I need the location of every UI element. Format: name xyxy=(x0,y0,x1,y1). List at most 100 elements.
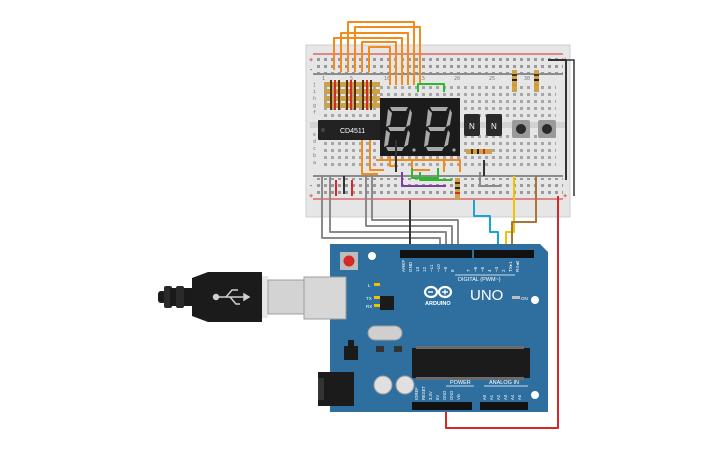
pin-label: A4 xyxy=(510,394,515,400)
atmega-chip xyxy=(412,348,530,378)
pin-label: A5 xyxy=(517,394,522,400)
pin-label: GND xyxy=(449,391,454,400)
digital-header-right xyxy=(474,250,534,258)
arduino-logo xyxy=(423,285,453,299)
row-letter: j xyxy=(313,82,316,88)
board-model: UNO xyxy=(470,287,503,304)
row-letter: b xyxy=(313,153,316,159)
pin-label: A1 xyxy=(489,394,494,400)
pin-label: 3.3V xyxy=(428,391,433,400)
svg-text:+: + xyxy=(309,192,313,200)
pin-label: ~6 xyxy=(473,266,478,272)
crystal xyxy=(367,325,403,341)
row-letter: d xyxy=(313,139,316,145)
row-letter: h xyxy=(313,96,316,102)
row-letter: e xyxy=(313,132,316,138)
column-number: 15 xyxy=(419,76,425,82)
bottom-power-rail xyxy=(313,178,563,198)
resistor-pullup-1 xyxy=(512,70,517,92)
arduino-uno-board: AREF GND 13 12 ~11 ~10 ~9 8 7 ~6 ~5 4 ~3… xyxy=(303,244,548,412)
transistor-2: N xyxy=(486,114,502,136)
pin-label: 2 xyxy=(501,269,506,272)
transistor-label: N xyxy=(491,122,497,131)
led-label: TX xyxy=(366,296,372,301)
usb-port xyxy=(303,276,347,320)
voltage-regulator xyxy=(344,346,358,360)
capacitor xyxy=(373,375,393,395)
pin-label: ~11 xyxy=(429,264,434,272)
row-letter: f xyxy=(313,110,316,116)
svg-text:-: - xyxy=(309,182,313,190)
resistor-base-1 xyxy=(466,149,492,154)
usb-icon xyxy=(212,289,251,305)
row-letter: c xyxy=(313,146,316,152)
column-number: 20 xyxy=(454,76,460,82)
arduino-logo-text: ARDUINO xyxy=(425,301,451,307)
pin-label: 5V xyxy=(435,395,440,400)
pin-label: ~5 xyxy=(480,266,485,272)
pin-label: GND xyxy=(408,261,413,272)
pin-label: 12 xyxy=(422,266,427,272)
seven-segment-display-2 xyxy=(420,98,460,156)
black-rail-wire xyxy=(556,59,575,196)
digital-label: DIGITAL (PWM~) xyxy=(458,277,501,283)
pin-label: 7 xyxy=(466,269,471,272)
orange-wires xyxy=(333,21,421,104)
pin-label: TX▸1 xyxy=(508,261,513,272)
pin-label: AREF xyxy=(401,260,406,272)
svg-text:+: + xyxy=(563,192,567,200)
row-letter: g xyxy=(313,103,316,109)
column-number: 5 xyxy=(350,76,353,82)
top-power-rail xyxy=(313,55,563,73)
analog-label: ANALOG IN xyxy=(489,380,519,386)
column-number: 30 xyxy=(524,76,530,82)
gray-wire xyxy=(479,172,500,187)
pin-label: ~9 xyxy=(443,266,448,272)
green-wires xyxy=(411,83,452,181)
pin-label: RX◂0 xyxy=(515,260,520,272)
usb-cable xyxy=(158,272,305,322)
pin-label: A0 xyxy=(482,394,487,400)
svg-text:+: + xyxy=(309,56,313,64)
pin-label: A2 xyxy=(496,394,501,400)
pin-label: GND xyxy=(442,391,447,400)
resistor-array xyxy=(324,80,380,110)
digital-header-left xyxy=(400,250,472,258)
reset-button[interactable] xyxy=(340,252,358,270)
led-label: L xyxy=(368,283,371,288)
column-number: 10 xyxy=(384,76,390,82)
push-button-1[interactable] xyxy=(512,120,530,138)
pin-label: A3 xyxy=(503,394,508,400)
brown-wire xyxy=(511,176,537,258)
pin-label: ~3 xyxy=(494,266,499,272)
pin-label: ~10 xyxy=(436,264,441,272)
power-label: POWER xyxy=(450,380,471,386)
pin-label: 8 xyxy=(450,269,455,272)
pin-label: Vin xyxy=(456,393,461,400)
led-label: RX xyxy=(366,304,372,309)
transistor-label: N xyxy=(469,122,475,131)
pin-label: 13 xyxy=(415,266,420,272)
transistor-1: N xyxy=(464,114,480,136)
usb-controller-chip xyxy=(380,296,394,310)
column-number: 25 xyxy=(489,76,495,82)
power-header xyxy=(412,402,472,410)
cd4511-chip: CD4511 xyxy=(318,120,386,140)
capacitor xyxy=(395,375,415,395)
chip-label: CD4511 xyxy=(340,128,365,135)
row-letter: i xyxy=(313,89,316,95)
on-led-label: ON xyxy=(521,296,528,301)
resistor-pullup-2 xyxy=(534,70,539,92)
pin-label: 4 xyxy=(487,269,492,272)
column-number: 1 xyxy=(322,76,325,82)
purple-wire xyxy=(401,172,446,187)
red-power-wire xyxy=(445,196,559,429)
push-button-2[interactable] xyxy=(538,120,556,138)
seven-segment-display-1 xyxy=(380,98,420,156)
cyan-wire xyxy=(473,200,499,258)
row-letter: a xyxy=(313,160,316,166)
svg-text:-: - xyxy=(309,66,313,74)
analog-header xyxy=(480,402,528,410)
resistor-base-2 xyxy=(455,178,460,200)
